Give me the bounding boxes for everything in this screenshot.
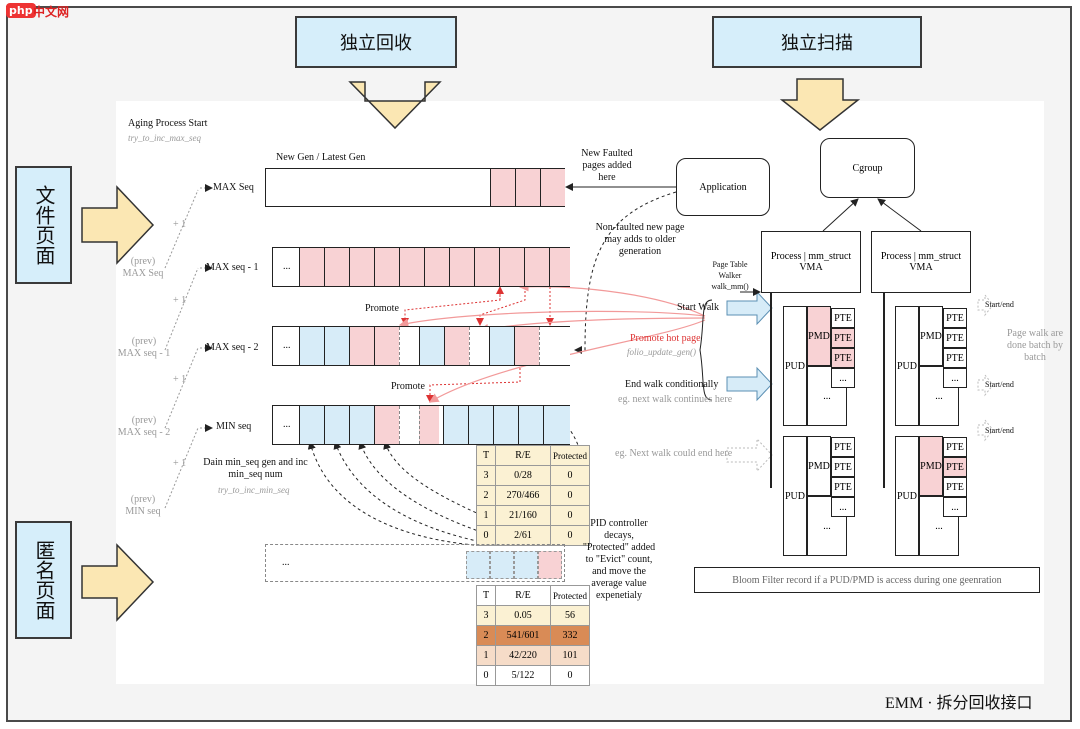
- new-gen-header: New Gen / Latest Gen: [276, 152, 366, 163]
- gen-max-seq: [265, 168, 565, 207]
- end-walk-label: End walk conditionally: [625, 379, 719, 390]
- pte-1b-3: PTE: [831, 477, 855, 497]
- pmd-1a: PMD: [807, 306, 831, 366]
- prev-min-seq: (prev)MIN seq: [125, 494, 161, 517]
- pte-1a-3: PTE: [831, 348, 855, 368]
- gen-max-seq-1: ...: [272, 247, 570, 287]
- right-arrow-file: [81, 185, 155, 265]
- anon-pages-box: 匿名页面: [15, 521, 72, 639]
- pud-2b: PUD: [895, 436, 919, 556]
- header-independent-recycle: 独立回收: [295, 16, 457, 68]
- plus-one-4: + 1: [173, 458, 187, 469]
- ellipsis-2b-pte: ...: [943, 497, 967, 517]
- pmd-1b: PMD: [807, 436, 831, 496]
- aging-func: try_to_inc_max_seq: [128, 133, 201, 143]
- anon-cell: [490, 551, 514, 579]
- label-max-seq-2: MAX seq - 2: [206, 342, 259, 353]
- start-end-2: Start/end: [985, 380, 1014, 389]
- start-end-1: Start/end: [985, 300, 1014, 309]
- ellipsis-2a-pte: ...: [943, 368, 967, 388]
- pud-1a: PUD: [783, 306, 807, 426]
- ellipsis-1b: ...: [807, 496, 847, 556]
- pmd-2a: PMD: [919, 306, 943, 366]
- down-arrow-scan: [779, 78, 861, 131]
- plus-one-3: + 1: [173, 374, 187, 385]
- label-max-seq-1: MAX seq - 1: [206, 262, 259, 273]
- pte-2a-2: PTE: [943, 328, 967, 348]
- down-arrow-recycle: [348, 81, 442, 130]
- aging-title: Aging Process Start: [128, 118, 208, 129]
- gen-min-seq: ...: [272, 405, 570, 445]
- promote-hot-page-label: Promote hot page: [630, 333, 701, 344]
- pud-1b: PUD: [783, 436, 807, 556]
- anon-cell: [466, 551, 490, 579]
- application-box: Application: [676, 158, 770, 216]
- header-independent-scan: 独立扫描: [712, 16, 922, 68]
- pmd-2b: PMD: [919, 436, 943, 496]
- pte-2b-1: PTE: [943, 437, 967, 457]
- prev-max-seq: (prev)MAX Seq: [122, 256, 164, 279]
- end-walk-sub: eg. next walk continues here: [618, 394, 733, 405]
- pte-2b-3: PTE: [943, 477, 967, 497]
- site-watermark: 中文网: [33, 5, 70, 19]
- pte-1b-2: PTE: [831, 457, 855, 477]
- pte-2a-1: PTE: [943, 308, 967, 328]
- start-walk-label: Start Walk: [677, 302, 720, 313]
- label-max-seq: MAX Seq: [213, 182, 254, 193]
- pte-1b-1: PTE: [831, 437, 855, 457]
- next-walk-end-label: eg. Next walk could end here: [615, 448, 733, 459]
- pte-2b-2: PTE: [943, 457, 967, 477]
- pte-1a-1: PTE: [831, 308, 855, 328]
- bloom-filter-note: Bloom Filter record if a PUD/PMD is acce…: [694, 567, 1040, 593]
- file-pages-box: 文件页面: [15, 166, 72, 284]
- promote-label-1: Promote: [365, 303, 399, 314]
- anon-cell: [538, 551, 562, 579]
- promote-hot-page-func: folio_update_gen(): [627, 347, 696, 357]
- anon-cell: [514, 551, 538, 579]
- plus-one-2: + 1: [173, 295, 187, 306]
- gen-anon: ...: [265, 544, 565, 582]
- ellipsis-1a-pte: ...: [831, 368, 855, 388]
- footer-label: EMM · 拆分回收接口: [885, 695, 1033, 712]
- pte-1a-2: PTE: [831, 328, 855, 348]
- cgroup-box: Cgroup: [820, 138, 915, 198]
- prev-max-seq-2: (prev)MAX seq - 2: [117, 415, 171, 438]
- right-arrow-anon: [81, 543, 155, 622]
- drain-func: try_to_inc_min_seq: [218, 485, 290, 495]
- label-min-seq: MIN seq: [216, 421, 252, 432]
- plus-one-1: + 1: [173, 219, 187, 230]
- php-logo: php: [6, 3, 36, 18]
- start-end-3: Start/end: [985, 426, 1014, 435]
- ellipsis-1b-pte: ...: [831, 497, 855, 517]
- gen-max-seq-2: ...: [272, 326, 570, 366]
- promote-label-2: Promote: [391, 381, 425, 392]
- prev-max-seq-1: (prev)MAX seq - 1: [117, 336, 171, 359]
- pud-2a: PUD: [895, 306, 919, 426]
- pte-2a-3: PTE: [943, 348, 967, 368]
